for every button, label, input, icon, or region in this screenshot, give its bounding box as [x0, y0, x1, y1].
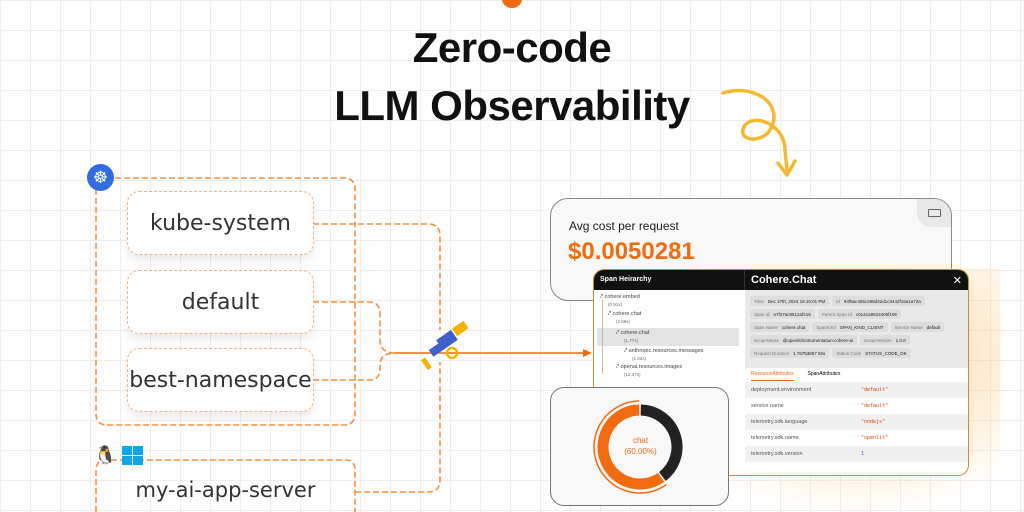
curly-arrow-icon — [721, 88, 797, 177]
money-icon — [917, 199, 951, 227]
avg-cost-value: $0.0050281 — [568, 238, 695, 265]
donut-percent: (60.00%) — [624, 447, 657, 456]
tab-resource-attributes[interactable]: ResourceAttributes — [751, 368, 794, 381]
span-item[interactable]: ⤤ anthropic.resources.messages(1.02s) — [624, 348, 704, 361]
namespace-best-namespace[interactable]: best-namespace — [127, 348, 314, 412]
headline-line1: Zero-code — [412, 24, 612, 71]
span-item[interactable]: ⤤ cohere.embed(0.91s) — [600, 294, 640, 307]
server-label: my-ai-app-server — [135, 478, 316, 502]
windows-icon — [122, 446, 144, 465]
field-chip: ScopeName@openlit/instrumentation-cohere… — [750, 335, 857, 345]
namespace-default[interactable]: default — [127, 270, 314, 334]
attribute-row: service.name"default" — [751, 403, 889, 409]
top-dot — [502, 0, 522, 8]
tab-span-attributes[interactable]: SpanAttributes — [807, 371, 841, 377]
kubernetes-icon: ☸ — [87, 164, 114, 191]
attribute-row: telemetry.sdk.name"openlit" — [751, 435, 889, 441]
donut-slice-chat — [597, 404, 665, 490]
span-hierarchy-title: Span Heirarchy — [594, 270, 745, 290]
attributes-table: deployment.environment"default" service.… — [745, 382, 968, 462]
span-detail-title: Cohere.Chat — [751, 274, 817, 286]
span-item[interactable]: ⤤ openai.resources.images(12.47s) — [616, 364, 683, 377]
donut-slice-highlight — [593, 400, 667, 494]
donut-card: chat (60.00%) — [550, 387, 729, 506]
attribute-row: deployment.environment"default" — [745, 382, 968, 398]
attribute-row: telemetry.sdk.language"nodejs" — [745, 414, 968, 430]
donut-chart — [593, 400, 683, 494]
namespace-kube-system[interactable]: kube-system — [127, 191, 314, 255]
telescope-icon — [420, 320, 469, 371]
donut-label: chat — [632, 436, 649, 445]
headline-line2: LLM Observability — [334, 82, 690, 129]
span-tree: ⤤ cohere.embed(0.91s) ⤤ cohere.chat(2.56… — [594, 290, 745, 475]
linux-icon: 🐧 — [94, 445, 117, 465]
donut-slice-other — [640, 404, 683, 481]
close-icon[interactable]: ✕ — [952, 275, 962, 287]
avg-cost-label: Avg cost per request — [569, 219, 679, 233]
span-item[interactable]: ⤤ cohere.chat(2.56s) — [608, 311, 642, 324]
span-item[interactable]: ⤤ cohere.chat(1.77s) — [616, 330, 650, 343]
